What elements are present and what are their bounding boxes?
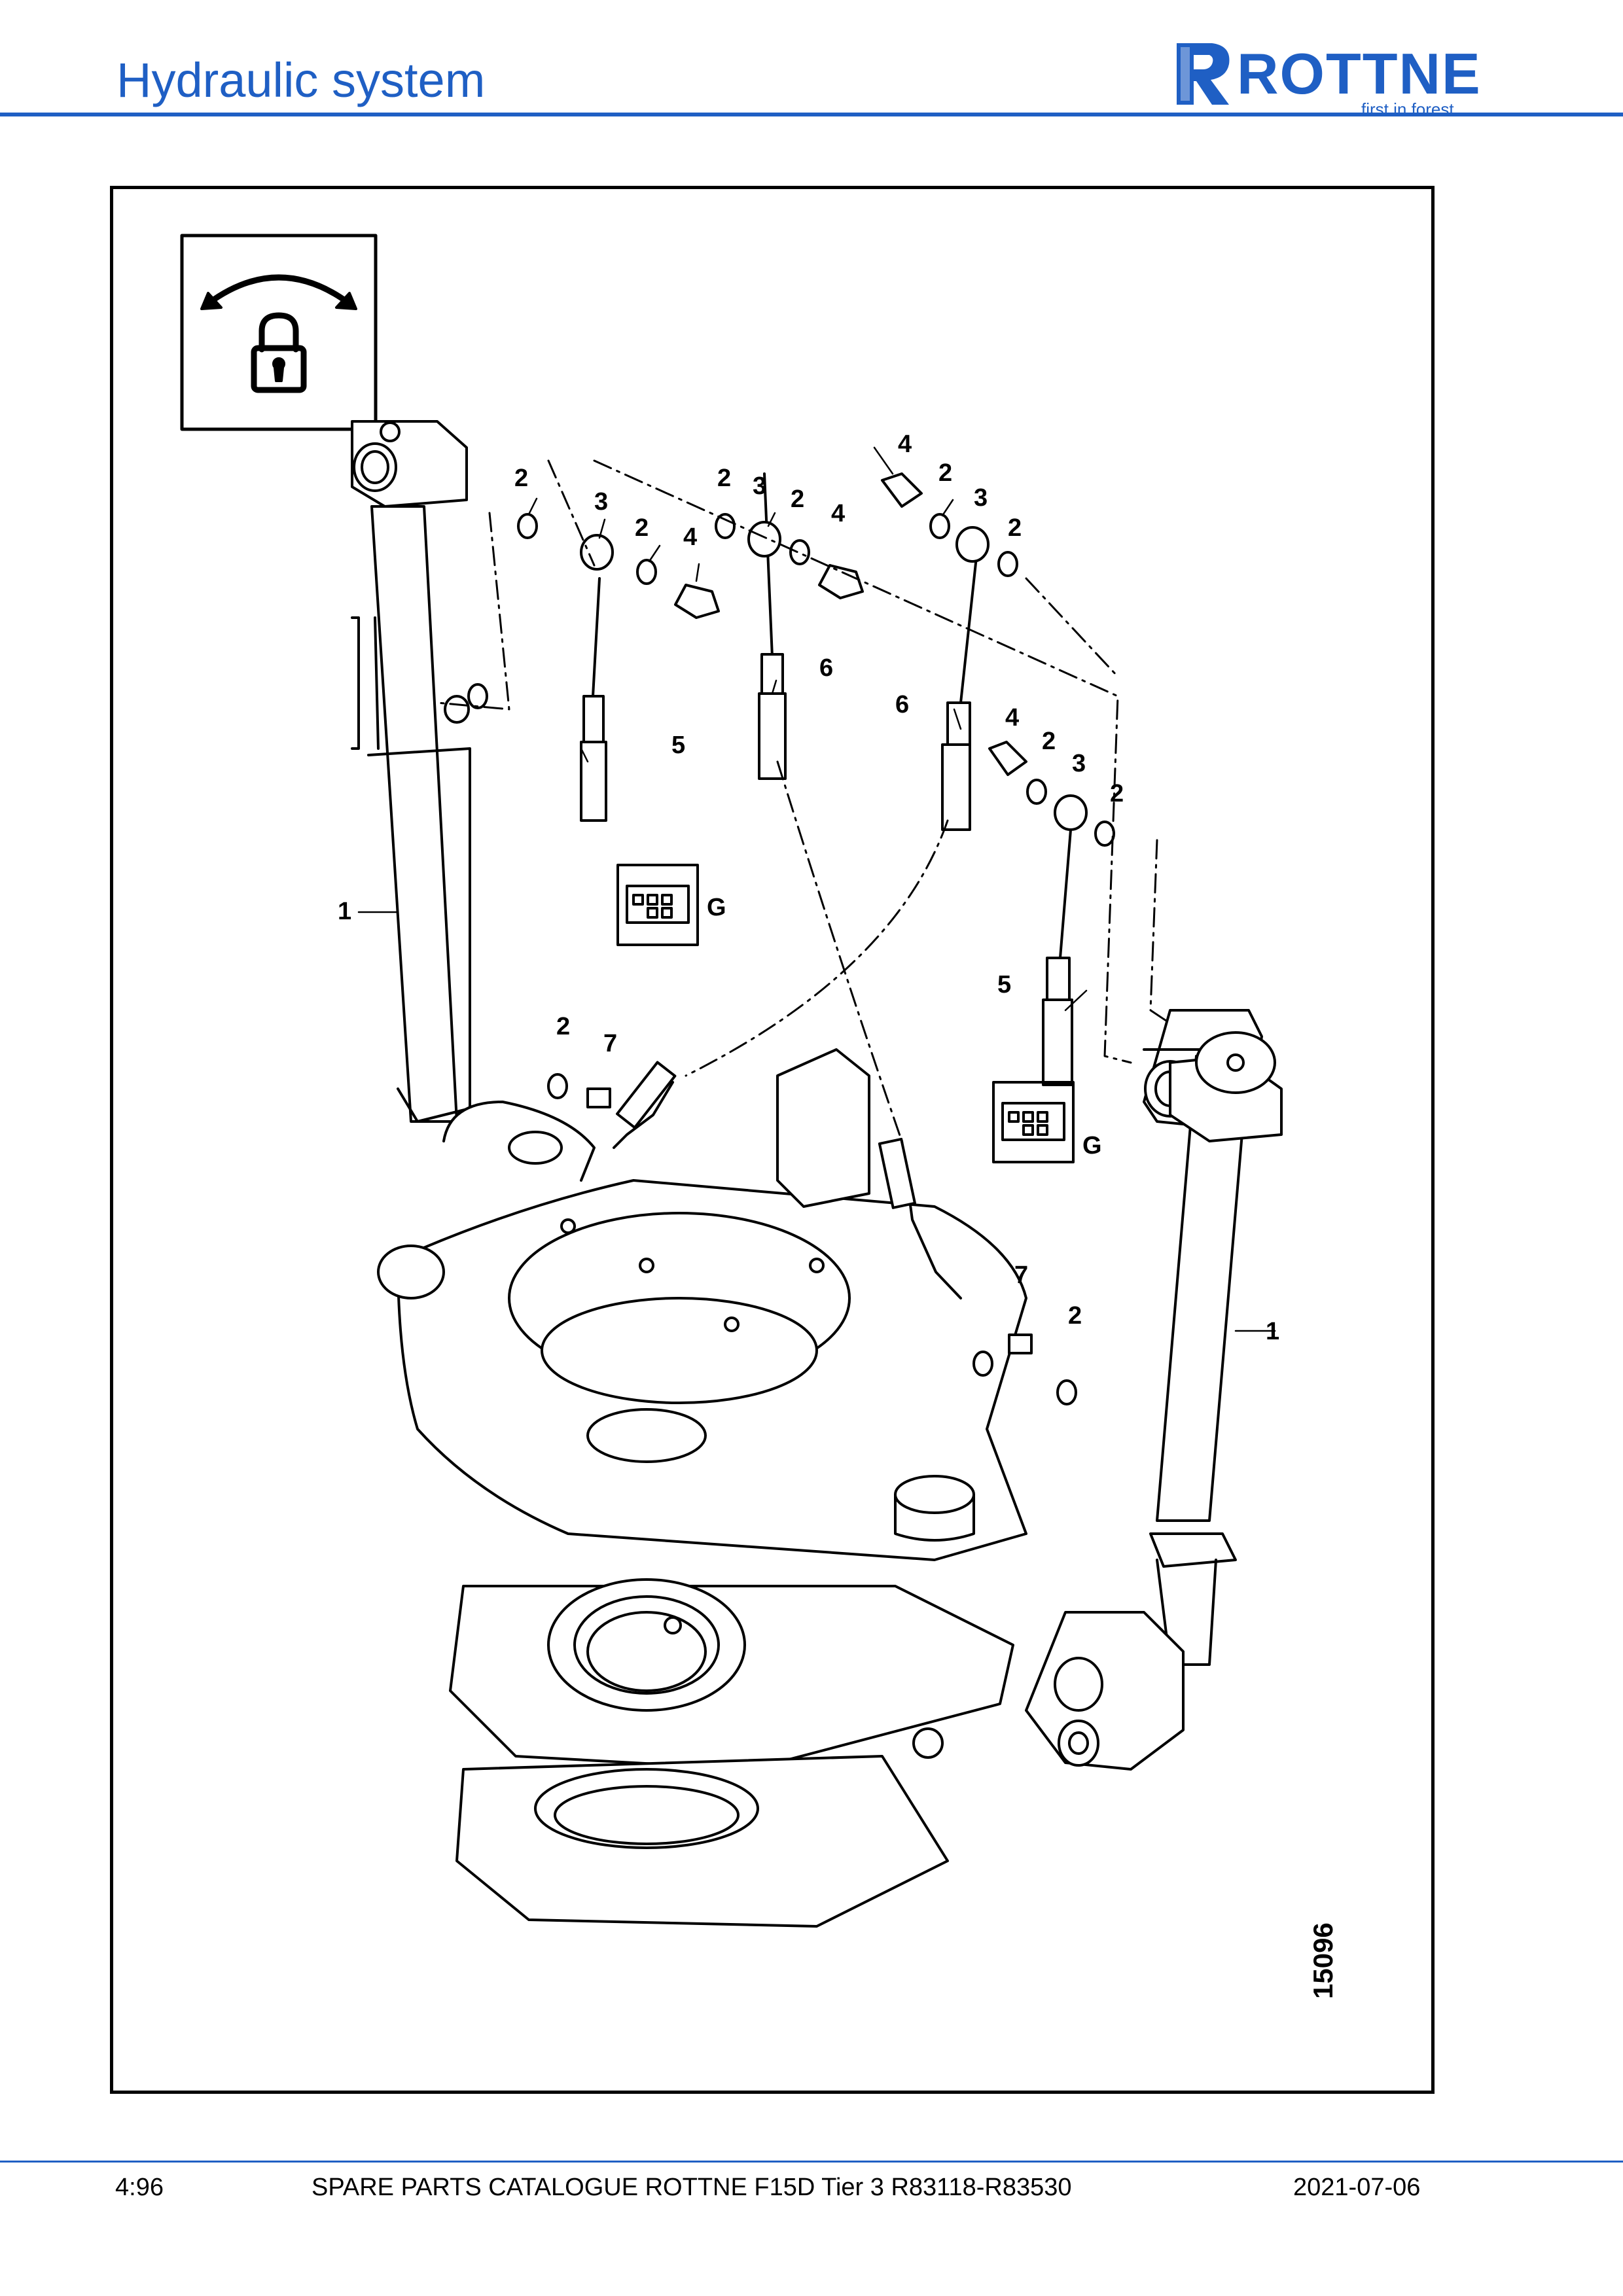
callout-label: 3 (1072, 750, 1086, 777)
callout-label: 3 (974, 484, 988, 512)
rotation-lock-icon (180, 234, 378, 431)
callout-label: 2 (1042, 728, 1056, 755)
logo-tagline: first in forest (1361, 99, 1454, 119)
connector-label: G (707, 894, 726, 921)
hydraulic-cylinder-right (1143, 1009, 1283, 1666)
logo-wordmark: ROTTNE (1237, 41, 1482, 106)
callout-label: 6 (895, 691, 910, 718)
callout-label: 5 (671, 732, 686, 759)
callout-label: 2 (938, 459, 953, 487)
callout-label: 5 (997, 971, 1012, 998)
header-rule (0, 113, 1623, 116)
callout-label: 4 (1005, 704, 1020, 732)
callout-label: 7 (1014, 1262, 1029, 1289)
callout-label: 4 (683, 523, 698, 551)
callout-label: 4 (898, 431, 912, 458)
footer-rule (0, 2161, 1623, 2163)
callout-label: 4 (831, 500, 846, 527)
assembly-lines (436, 459, 1171, 1142)
callout-label: 6 (819, 654, 834, 682)
callout-label: 1 (1266, 1318, 1280, 1345)
figure-number: 15096 (1308, 1922, 1338, 1999)
callout-label: 2 (635, 514, 649, 542)
callout-label: 2 (1008, 514, 1022, 542)
callout-label: 7 (603, 1030, 618, 1057)
page-number: 4:96 (115, 2174, 164, 2201)
callout-label: 2 (1110, 780, 1124, 807)
callout-label: 2 (717, 465, 732, 492)
connector-label: G (1082, 1132, 1102, 1159)
rotator-body (377, 1048, 1185, 1928)
page-title: Hydraulic system (116, 53, 486, 107)
catalogue-title: SPARE PARTS CATALOGUE ROTTNE F15D Tier 3… (312, 2174, 1072, 2201)
callout-label: 2 (1068, 1302, 1082, 1330)
callout-label: 3 (594, 488, 609, 516)
rottne-logo: ROTTNE first in forest (1171, 37, 1512, 119)
fittings-upper (517, 472, 1115, 1405)
exploded-diagram (180, 234, 1283, 1928)
callout-label: 2 (514, 465, 529, 492)
callout-leaders (357, 446, 1276, 1332)
callout-label: 3 (753, 472, 767, 500)
callout-label: 2 (556, 1013, 571, 1040)
connector-block-icon (616, 864, 1075, 1163)
callout-label: 1 (338, 898, 352, 925)
hose-assemblies (580, 472, 1073, 1299)
drawing-frame (110, 186, 1435, 2094)
callout-label: 2 (791, 486, 805, 513)
rottne-r-emblem-icon (1177, 43, 1230, 105)
hydraulic-cylinder-left (351, 420, 488, 1123)
publication-date: 2021-07-06 (1293, 2174, 1421, 2201)
